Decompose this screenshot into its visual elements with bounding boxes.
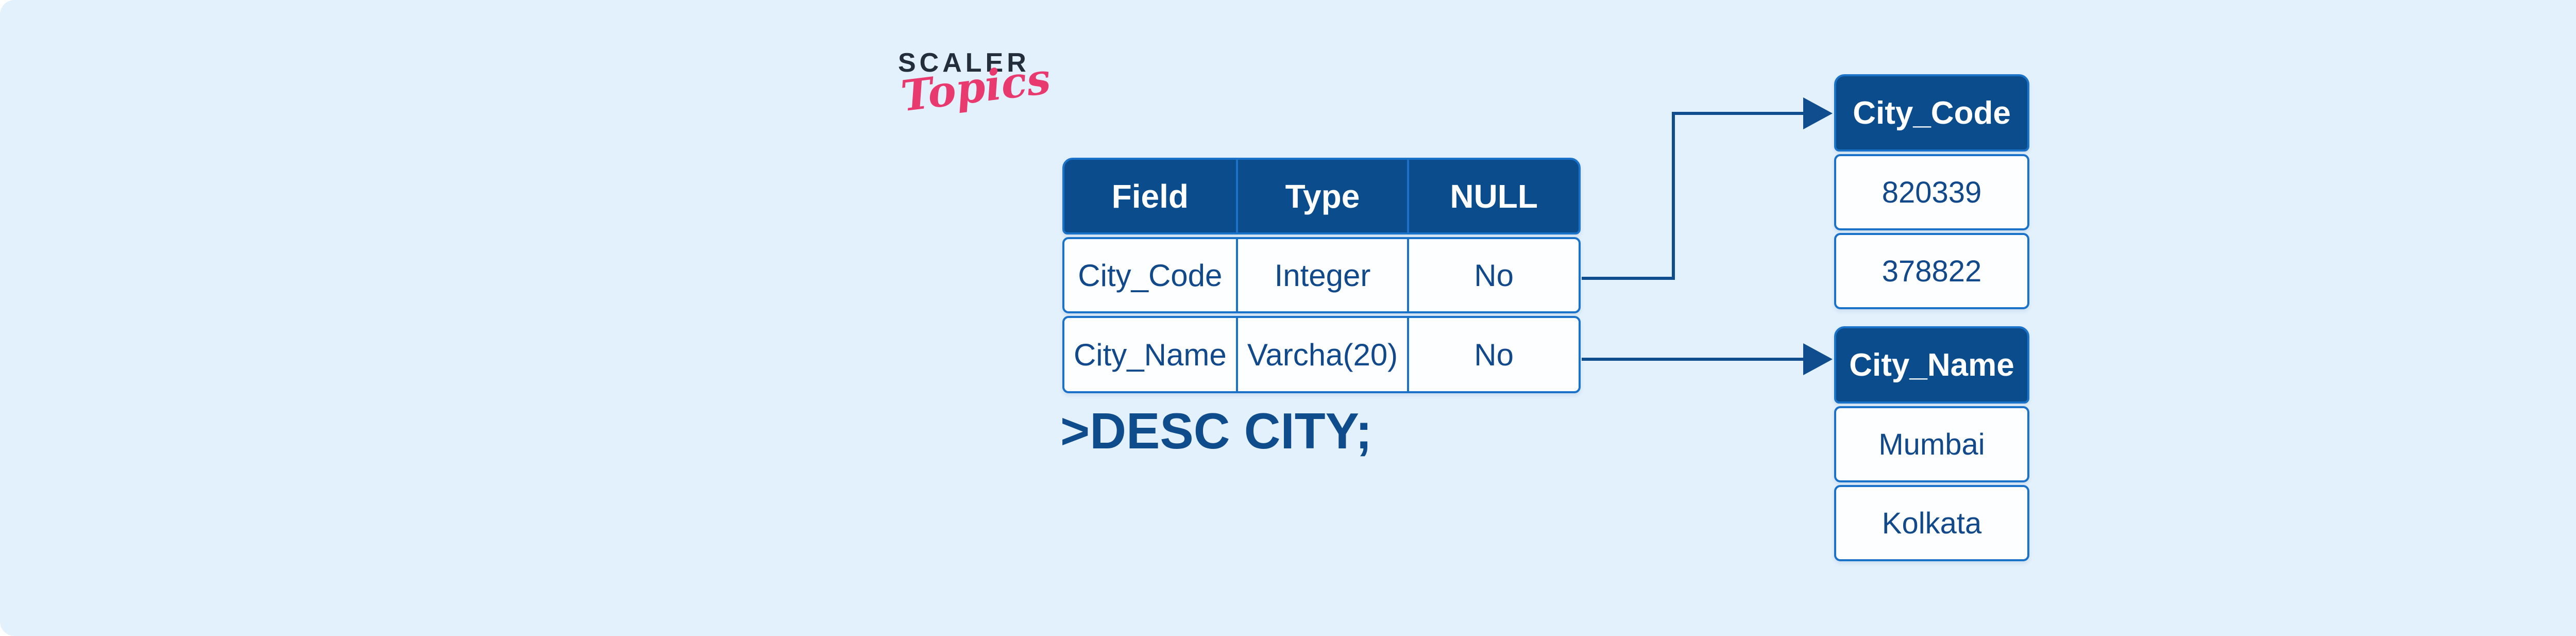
table-row-city-code: City_Code Integer No [1062,237,1581,313]
table-cell-type: Integer [1235,239,1408,311]
table-row-city-name: City_Name Varcha(20) No [1062,316,1581,393]
city-code-value: 820339 [1834,154,2029,230]
column-header-type: Type [1235,160,1408,232]
table-cell-field: City_Name [1073,337,1227,372]
city-code-value: 378822 [1834,233,2029,309]
city-name-values-table: City_Name Mumbai Kolkata [1834,326,2029,561]
column-header-null: NULL [1407,160,1579,232]
logo-scaler-text: SCALER [898,48,1030,78]
city-code-header: City_Code [1834,74,2029,152]
schema-table: Field Type NULL City_Code Integer No Cit… [1062,158,1581,393]
scaler-topics-logo: SCALER Topics [898,48,1053,121]
city-name-value: Mumbai [1834,406,2029,482]
table-cell-type: Varcha(20) [1235,318,1408,391]
arrowhead-city-code-icon [1803,97,1833,129]
table-cell-null: No [1407,318,1579,391]
arrowhead-city-name-icon [1803,343,1833,375]
table-cell-null: No [1407,239,1579,311]
table-cell-field: City_Code [1078,258,1223,293]
schema-header-row: Field Type NULL [1062,158,1581,235]
city-name-value: Kolkata [1834,485,2029,561]
city-name-header: City_Name [1834,326,2029,404]
arrow-line-city-code [1582,112,1804,280]
desc-city-command-text: >DESC CITY; [1060,403,1372,459]
column-header-field: Field [1111,177,1189,215]
city-code-values-table: City_Code 820339 378822 [1834,74,2029,309]
